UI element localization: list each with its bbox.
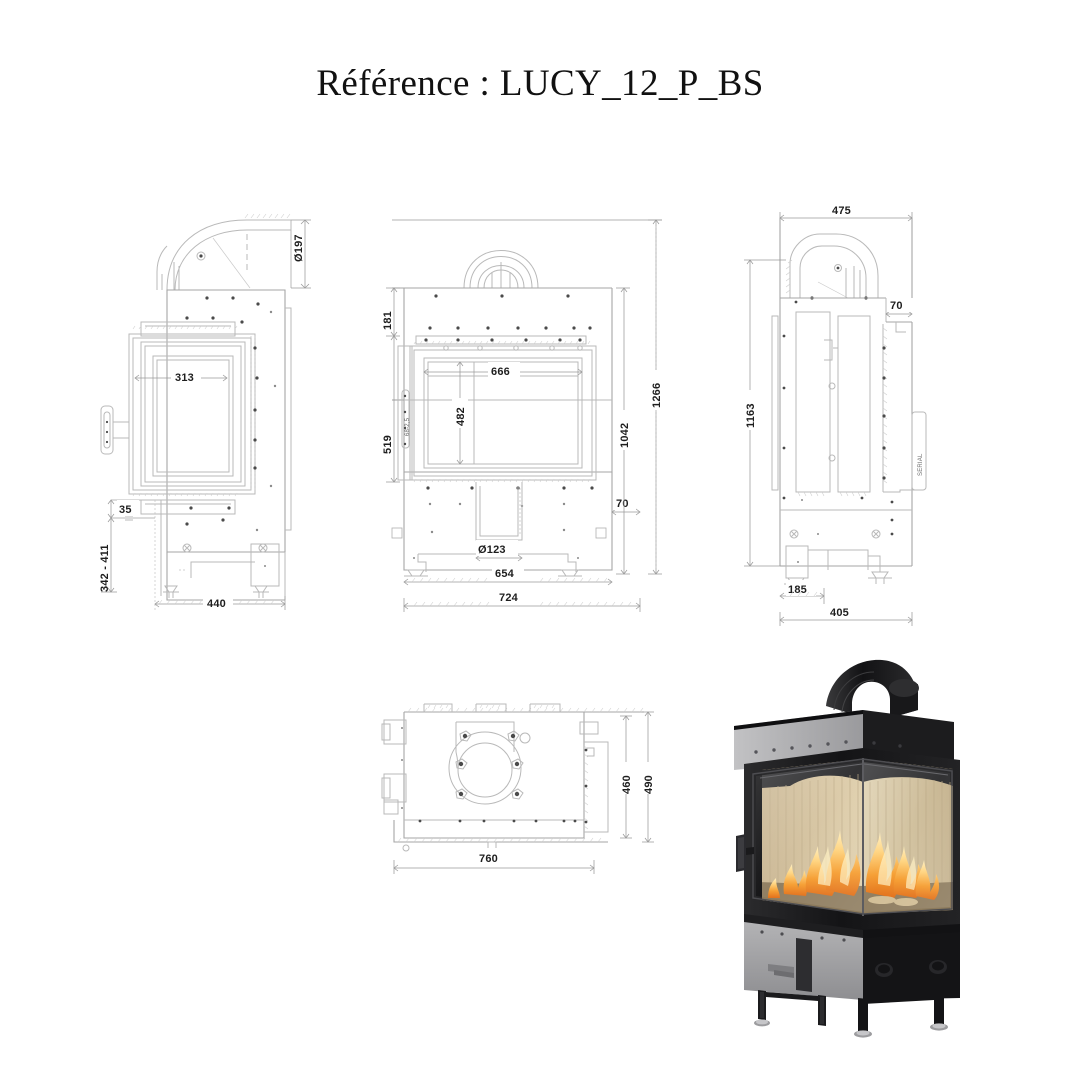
door-assembly-side <box>100 321 256 515</box>
side-tabs-plan <box>381 719 407 815</box>
dimension-base-depth: 405 <box>779 602 913 626</box>
product-photo <box>722 648 994 1040</box>
dimension-total-height: 1266 <box>648 219 664 575</box>
dimension-label: 35 <box>119 504 132 516</box>
fastener-dots-top-band <box>428 294 592 330</box>
flue-elbow-side <box>156 213 292 291</box>
flue-elbow-right <box>785 233 879 300</box>
dimension-outer-depth: 490 <box>640 711 656 843</box>
dimension-label: 1266 <box>651 383 663 408</box>
dimension-side-offset: 70 <box>611 494 641 516</box>
dimension-label: 405 <box>830 607 849 619</box>
inner-baffles-right <box>771 311 871 497</box>
flue-flange-plan <box>448 721 531 805</box>
dimension-label: 181 <box>382 311 394 330</box>
dimension-label: Ø197 <box>293 234 305 262</box>
dimension-label: 760 <box>479 853 498 865</box>
dimension-top-depth: 475 <box>779 200 913 226</box>
drawing-plan-view-bottom: 460 490 760 <box>372 690 672 880</box>
dimension-label: 475 <box>832 205 851 217</box>
dimension-label: 185 <box>788 584 807 596</box>
dimension-label: 1042 <box>619 423 631 448</box>
glass-reflection <box>756 758 950 916</box>
page-title: Référence : LUCY_12_P_BS <box>316 63 764 104</box>
drawing-side-view-left: Ø197 <box>95 200 335 620</box>
dimension-label: 460 <box>621 775 633 794</box>
dimension-glass-width: 313 <box>134 368 228 384</box>
dimension-foot-offset: 185 <box>779 580 825 604</box>
dimension-plinth-offset: 35 <box>107 499 139 519</box>
drawing-side-view-right: 475 <box>720 190 970 630</box>
dimension-label: 1163 <box>745 403 757 428</box>
door-handle <box>736 834 754 872</box>
flue-elbow-front <box>463 250 539 289</box>
dimension-label: 519 <box>382 435 394 454</box>
legs <box>754 990 948 1038</box>
dimension-overall-width: 724 <box>403 588 641 612</box>
dimension-label: 482 <box>455 407 467 426</box>
dimension-inner-depth: 460 <box>618 715 634 839</box>
door-assembly-front: 68-2,5 <box>397 335 597 483</box>
dimension-label: 440 <box>207 598 226 610</box>
dimension-flue-diameter: Ø197 <box>291 219 311 289</box>
dimension-label: 313 <box>175 372 194 384</box>
dimension-leg-height-range: 342 - 411 <box>99 517 117 593</box>
dimension-label: Ø123 <box>478 544 506 556</box>
right-tabs-plan <box>579 721 609 833</box>
body-outline-front <box>392 287 613 571</box>
dimension-label: 654 <box>495 568 515 580</box>
base-assembly-right <box>784 529 892 585</box>
dimension-rear-offset: 70 <box>885 296 913 318</box>
svg-text:SERIAL: SERIAL <box>918 453 924 476</box>
rear-plate-right: SERIAL <box>882 322 927 536</box>
dimension-glass-height: 482 <box>452 361 468 465</box>
door-bead <box>752 758 953 915</box>
dimension-label: 666 <box>491 366 510 378</box>
body-outline-side <box>166 289 292 601</box>
fastener-dots-side <box>185 296 277 532</box>
flue-pipe <box>826 659 919 718</box>
dimension-label: 490 <box>643 775 655 794</box>
dimension-label: 724 <box>499 592 519 604</box>
dimension-label: 70 <box>616 498 629 510</box>
dimension-body-height-right: 1163 <box>742 259 786 567</box>
svg-text:68-2,5: 68-2,5 <box>405 417 411 436</box>
base-assembly-front <box>391 482 607 577</box>
inner-boundary-plan <box>393 819 608 852</box>
dimension-body-height: 1042 <box>616 287 632 575</box>
lower-body <box>744 914 960 1000</box>
dimension-overall-width-plan: 760 <box>393 848 595 874</box>
dimension-glass-width-front: 666 <box>423 362 583 378</box>
dimension-air-inlet-diameter: Ø123 <box>475 540 523 562</box>
dimension-base-width: 654 <box>403 564 613 586</box>
dimension-top-box-height: 181 <box>382 287 400 337</box>
dimension-label: 342 - 411 <box>99 544 111 592</box>
dimension-depth-total: 440 <box>154 594 286 610</box>
drawing-front-view-center: 68-2,5 666 482 <box>368 200 678 640</box>
dimension-label: 70 <box>890 300 903 312</box>
body-plate-plan <box>403 703 585 839</box>
dimension-opening-height: 519 <box>382 335 400 483</box>
